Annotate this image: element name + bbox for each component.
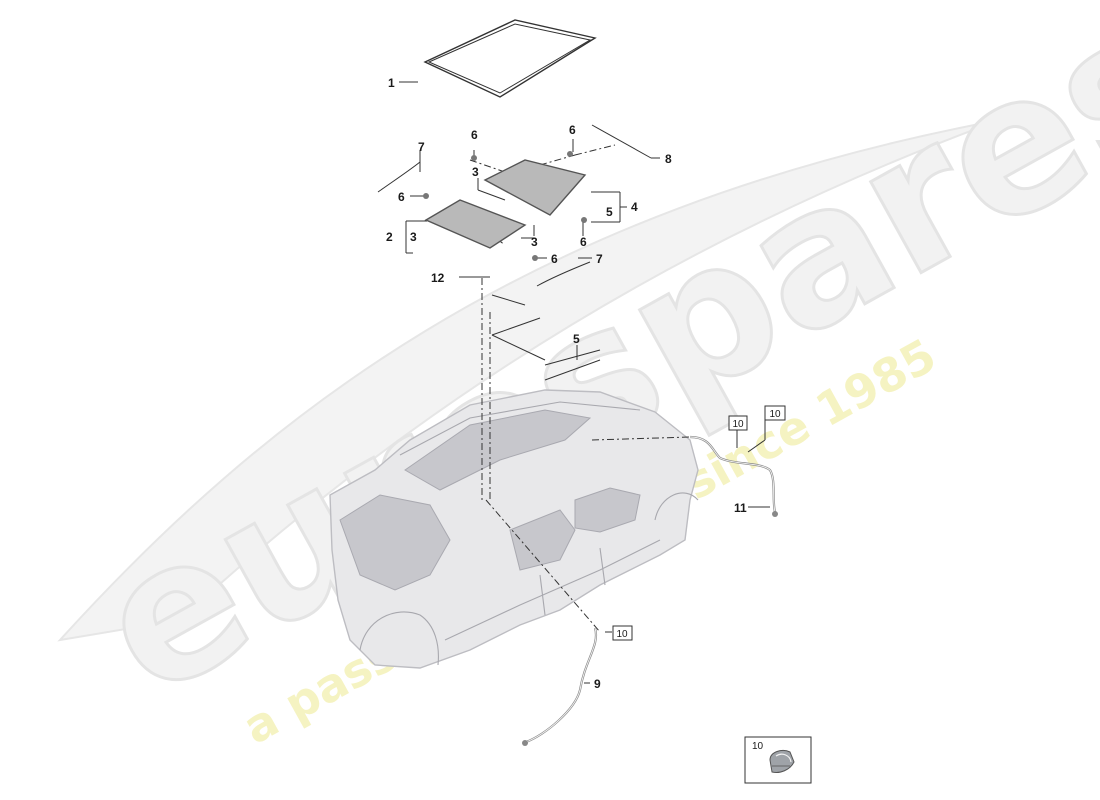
car-sill-line	[444, 539, 661, 641]
part-6-screws	[423, 151, 587, 261]
watermark: eurospares a passion for parts since 198…	[57, 0, 1100, 755]
car-wheel-arch-front	[654, 492, 699, 521]
part-3-4-rear-sunshade	[483, 159, 587, 216]
clip-icon	[769, 749, 795, 773]
callout-11: 11	[734, 501, 747, 515]
clip-legend: 10	[744, 736, 812, 784]
boxed-ref-10: 10	[612, 625, 633, 641]
screw-icon	[567, 151, 573, 157]
callout-9: 9	[594, 677, 601, 691]
callout-2: 2	[386, 230, 393, 244]
callout-6: 6	[551, 252, 558, 266]
watermark-brand: eurospares	[65, 0, 1100, 739]
boxed-ref-10: 10	[764, 405, 786, 421]
part-9-drain-hose-rear	[522, 627, 598, 746]
boxed-ref-10: 10	[728, 415, 748, 431]
callout-6: 6	[580, 235, 587, 249]
screw-icon	[471, 155, 477, 161]
boxed-references: 10 10 10	[612, 405, 786, 641]
part-5-trim-strip	[544, 349, 601, 381]
callout-5: 5	[573, 332, 580, 346]
callout-3: 3	[472, 165, 479, 179]
part-1-glass-panel	[423, 19, 597, 98]
callout-7: 7	[418, 140, 425, 154]
part-2-3-front-sunshade	[424, 199, 527, 249]
callout-3: 3	[531, 235, 538, 249]
svg-text:10: 10	[732, 419, 744, 430]
leader-lines	[399, 81, 770, 684]
car-window-front	[509, 509, 576, 571]
callout-6: 6	[398, 190, 405, 204]
car-wheel-arch-rear	[359, 611, 439, 666]
screw-icon	[423, 193, 429, 199]
callout-5: 5	[606, 205, 613, 219]
alignment-lines	[469, 144, 691, 633]
part-7-seal-strips	[377, 161, 591, 287]
callout-12: 12	[431, 271, 445, 285]
car-door-line	[539, 547, 606, 616]
callout-1: 1	[388, 76, 395, 90]
callout-4: 4	[631, 200, 638, 214]
part-11-drain-hose-front	[689, 435, 778, 517]
callout-6: 6	[471, 128, 478, 142]
clip-legend-number: 10	[752, 741, 764, 752]
car-roof-rails	[399, 401, 641, 456]
callout-8: 8	[665, 152, 672, 166]
callout-6: 6	[569, 123, 576, 137]
screw-icon	[581, 217, 587, 223]
screw-icon	[532, 255, 538, 261]
car-roof-opening	[404, 409, 592, 491]
car-rear-opening	[339, 494, 451, 591]
watermark-swoosh	[57, 119, 1001, 642]
car-window-rear	[574, 487, 641, 533]
part-12-frame-lines	[491, 294, 546, 361]
callouts: 1 6 6 8 7 3 6 5 4 2 3 3 6 6 7 12 5 11 9	[386, 76, 747, 691]
callout-3: 3	[410, 230, 417, 244]
car-body-shell	[329, 389, 699, 669]
svg-text:10: 10	[769, 409, 781, 420]
svg-text:10: 10	[616, 629, 628, 640]
callout-7: 7	[596, 252, 603, 266]
